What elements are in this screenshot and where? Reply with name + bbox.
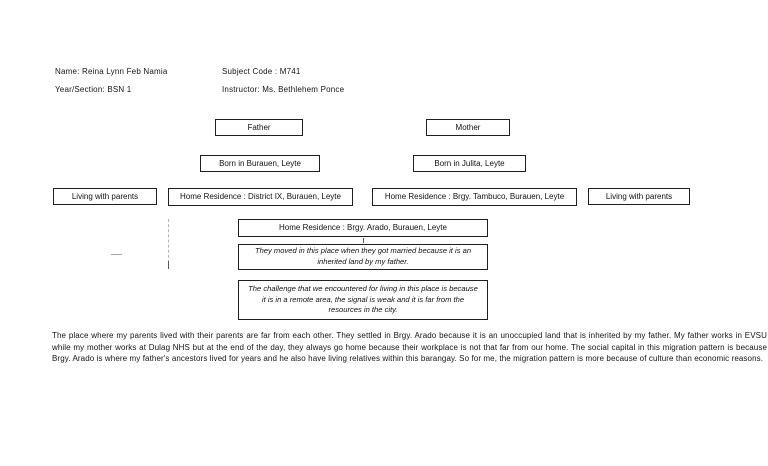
- year-section-label: Year/Section: BSN 1: [55, 85, 132, 94]
- living-with-parents-left-box: Living with parents: [53, 188, 157, 205]
- instructor-label: Instructor: Ms. Bethlehem Ponce: [222, 85, 345, 94]
- mother-birthplace-box: Born in Julita, Leyte: [413, 155, 526, 172]
- connector-tick-center: [363, 238, 364, 243]
- student-name-label: Name: Reina Lynn Feb Namia: [55, 67, 168, 76]
- challenge-note-box: The challenge that we encountered for li…: [238, 280, 488, 320]
- father-residence-box: Home Residence : District IX, Burauen, L…: [168, 188, 353, 206]
- living-with-parents-right-box: Living with parents: [588, 188, 690, 205]
- father-box: Father: [215, 119, 303, 136]
- father-birthplace-box: Born in Burauen, Leyte: [200, 155, 320, 172]
- dashed-connector-line: [168, 219, 169, 263]
- connector-tick-bottom: [168, 261, 169, 269]
- summary-paragraph: The place where my parents lived with th…: [52, 331, 767, 364]
- connector-dash: [111, 254, 122, 255]
- moved-note-box: They moved in this place when they got m…: [238, 244, 488, 270]
- subject-code-label: Subject Code : M741: [222, 67, 301, 76]
- mother-box: Mother: [426, 119, 510, 136]
- mother-residence-box: Home Residence : Brgy. Tambuco, Burauen,…: [372, 188, 577, 206]
- family-residence-box: Home Residence : Brgy. Arado, Burauen, L…: [238, 219, 488, 237]
